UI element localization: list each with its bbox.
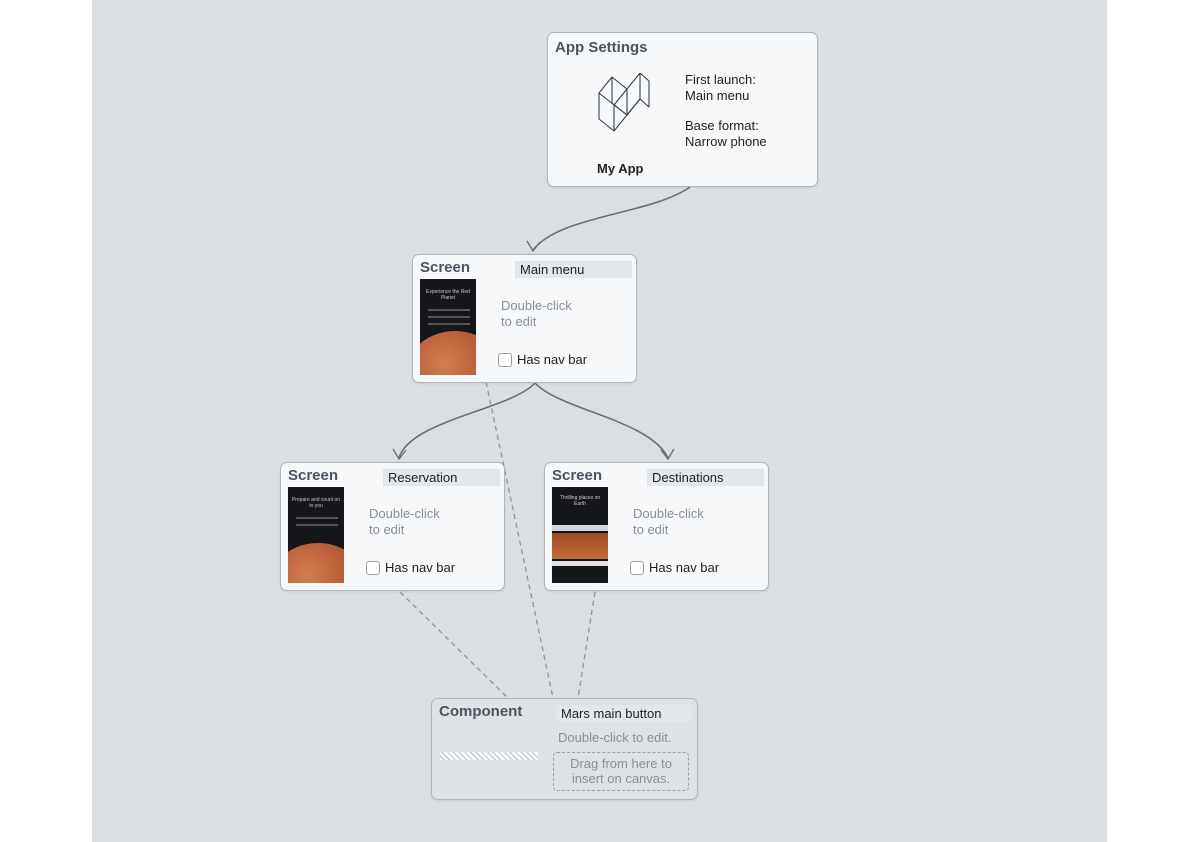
- screen-name-field[interactable]: Reservation: [383, 469, 500, 486]
- app-name: My App: [597, 161, 644, 176]
- first-launch-value: Main menu: [685, 88, 750, 103]
- checkbox-icon[interactable]: [366, 560, 380, 575]
- thumbnail-caption: Thrilling places on Earth: [559, 495, 601, 507]
- screen-node-main-menu[interactable]: Screen Main menu Experience the Red Plan…: [412, 254, 637, 383]
- component-edit-hint: Double-click to edit.: [558, 730, 672, 745]
- nav-bar-toggle[interactable]: Has nav bar: [630, 560, 719, 575]
- thumbnail-menu-row: [296, 524, 338, 526]
- nav-bar-label: Has nav bar: [385, 560, 456, 575]
- checkbox-icon[interactable]: [498, 352, 512, 367]
- app-settings-node[interactable]: App Settings My App First launch: Main m…: [547, 32, 818, 187]
- destination-image: [552, 533, 608, 559]
- mars-planet-image: [288, 543, 344, 583]
- screen-thumbnail[interactable]: Thrilling places on Earth: [552, 487, 608, 583]
- screen-thumbnail[interactable]: Experience the Red Planet: [420, 279, 476, 375]
- screen-name-field[interactable]: Main menu: [515, 261, 632, 278]
- node-type-label: Component: [439, 703, 523, 720]
- thumbnail-caption: Prepare and count on to you: [291, 497, 341, 509]
- node-type-label: Screen: [420, 259, 471, 276]
- node-type-label: Screen: [552, 467, 603, 484]
- screen-node-reservation[interactable]: Screen Reservation Prepare and count on …: [280, 462, 505, 591]
- component-name-field[interactable]: Mars main button: [556, 705, 692, 722]
- thumbnail-menu-row: [428, 316, 470, 318]
- component-node[interactable]: Component Mars main button Double-click …: [431, 698, 698, 800]
- thumbnail-menu-row: [296, 517, 338, 519]
- nav-bar-toggle[interactable]: Has nav bar: [366, 560, 455, 575]
- mars-planet-image: [420, 331, 476, 375]
- screen-name-field[interactable]: Destinations: [647, 469, 764, 486]
- first-launch-label: First launch:: [685, 72, 756, 87]
- thumbnail-menu-row: [428, 323, 470, 325]
- base-format-value: Narrow phone: [685, 134, 767, 149]
- thumbnail-menu-row: [428, 309, 470, 311]
- app-settings-title: App Settings: [555, 39, 648, 56]
- drag-to-canvas-handle[interactable]: Drag from here to insert on canvas.: [553, 752, 689, 791]
- checkbox-icon[interactable]: [630, 560, 644, 575]
- thumbnail-card: [552, 561, 608, 566]
- nav-bar-label: Has nav bar: [517, 352, 588, 367]
- thumbnail-caption: Experience the Red Planet: [426, 289, 470, 301]
- node-type-label: Screen: [288, 467, 339, 484]
- thumbnail-card: [552, 525, 608, 531]
- edit-hint: Double-click to edit: [369, 506, 440, 537]
- edit-hint: Double-click to edit: [633, 506, 704, 537]
- base-format-label: Base format:: [685, 118, 759, 133]
- component-preview[interactable]: [440, 752, 538, 760]
- screen-thumbnail[interactable]: Prepare and count on to you: [288, 487, 344, 583]
- nav-bar-toggle[interactable]: Has nav bar: [498, 352, 587, 367]
- app-logo-icon: [598, 73, 650, 132]
- screen-node-destinations[interactable]: Screen Destinations Thrilling places on …: [544, 462, 769, 591]
- edit-hint: Double-click to edit: [501, 298, 572, 329]
- nav-bar-label: Has nav bar: [649, 560, 720, 575]
